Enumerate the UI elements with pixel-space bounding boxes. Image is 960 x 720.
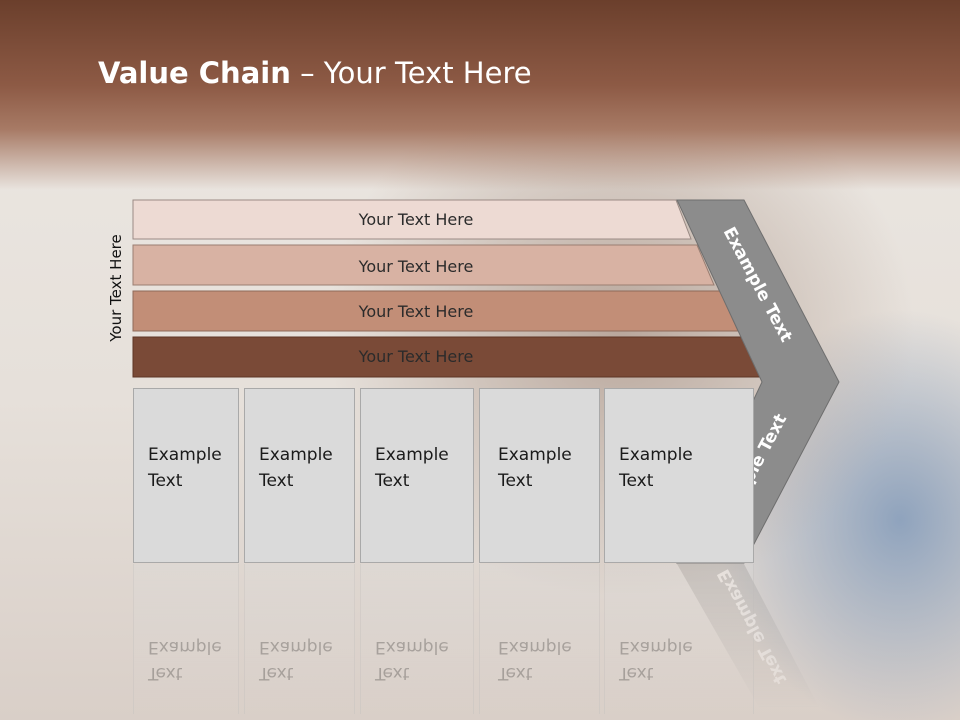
bar-2-label: Your Text Here bbox=[358, 257, 474, 276]
title-bold: Value Chain bbox=[98, 56, 291, 90]
bar-3-label: Your Text Here bbox=[358, 302, 474, 321]
bar-4-label: Your Text Here bbox=[358, 347, 474, 366]
title-rest: – Your Text Here bbox=[290, 56, 532, 90]
bar-1-label: Your Text Here bbox=[358, 210, 474, 229]
header-band bbox=[0, 0, 960, 190]
bar-1 bbox=[132, 199, 692, 240]
bar-2 bbox=[132, 244, 715, 286]
slide-title: Value Chain – Your Text Here bbox=[98, 56, 532, 90]
chevron-arrow bbox=[676, 199, 840, 564]
